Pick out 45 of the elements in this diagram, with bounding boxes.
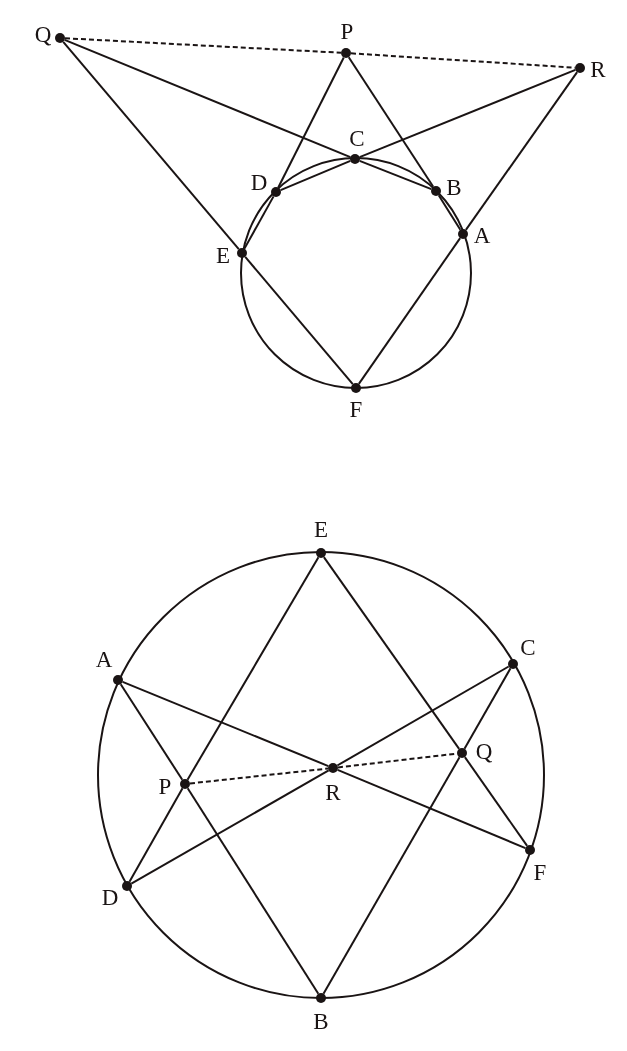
point-label: F [348,397,364,423]
point-label: Q [33,22,53,48]
line-segment [244,255,354,386]
line-segment [336,768,527,850]
line-segment [121,680,330,768]
point-label: B [445,175,463,201]
point-label: D [249,170,269,196]
line-segment [336,665,510,767]
line-segment [437,194,462,231]
point-label: R [324,780,342,806]
point-label: E [214,243,232,269]
line-segment [322,556,461,750]
dashed-line [188,767,330,785]
point-label: Q [474,739,494,765]
line-segment [347,56,435,188]
point-label: R [589,57,607,83]
point-label: B [312,1009,330,1035]
point-label: E [312,517,330,543]
line-segment [279,159,352,192]
point-label: F [532,860,548,886]
line-segment [358,159,433,191]
point-label: P [339,19,355,45]
line-segment [119,683,184,781]
line-segment [463,756,529,847]
line-segment [63,38,352,159]
line-segment [464,71,579,231]
line-segment [277,56,345,189]
point-label: A [94,647,114,673]
dashed-line [64,37,342,54]
dashed-line [350,52,576,69]
point-label: D [100,885,120,911]
line-segment [62,40,240,251]
line-segment [128,787,184,883]
line-segment [358,68,577,159]
line-segment [243,195,275,250]
point-label: P [157,774,173,800]
line-segment [186,787,320,995]
line-segment [322,756,461,995]
line-segment [130,769,330,885]
point-label: C [519,635,537,661]
line-segment [357,237,462,385]
point-label: A [472,223,492,249]
point-label: C [348,126,366,152]
line-segment [186,556,320,781]
line-segment [463,667,512,750]
